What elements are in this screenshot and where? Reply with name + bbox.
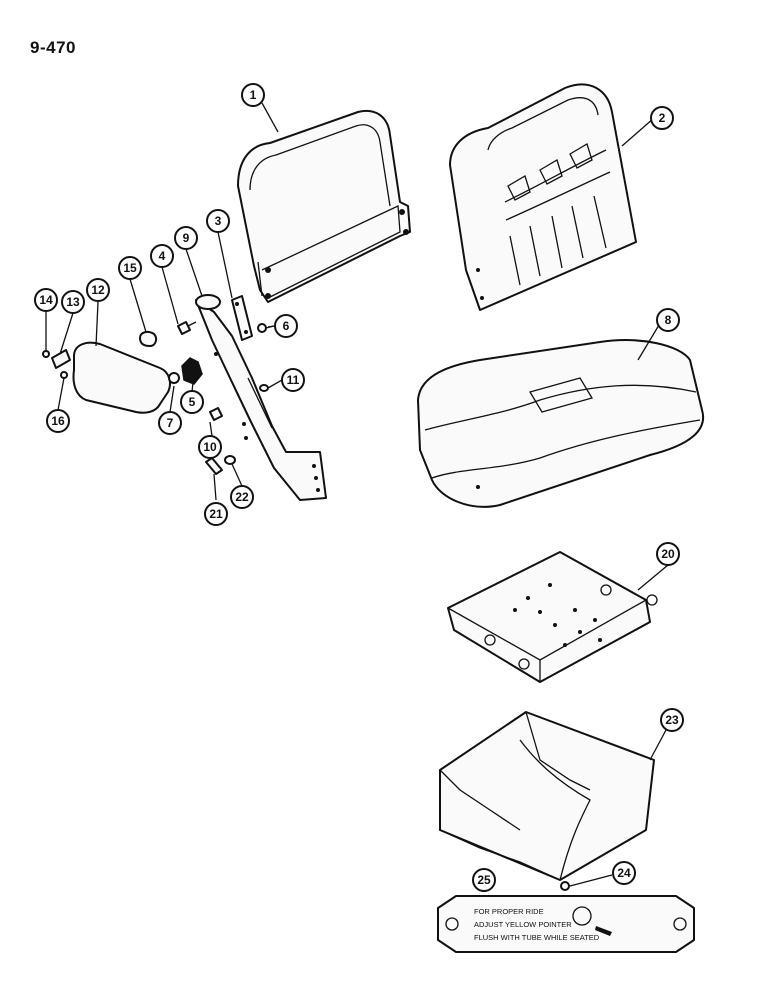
svg-text:7: 7 — [167, 416, 174, 430]
svg-text:2: 2 — [659, 111, 666, 125]
svg-text:9: 9 — [183, 231, 190, 245]
seat-back-cushion — [449, 83, 637, 311]
callout-25: 25 — [472, 868, 496, 892]
svg-text:4: 4 — [159, 249, 166, 263]
callout-21: 21 — [204, 502, 228, 526]
svg-text:6: 6 — [283, 319, 290, 333]
svg-text:12: 12 — [91, 283, 105, 297]
svg-text:20: 20 — [661, 547, 675, 561]
svg-text:22: 22 — [235, 490, 249, 504]
callout-2: 2 — [650, 106, 674, 130]
adjustment-knob — [181, 357, 203, 385]
ride-adjust-decal: FOR PROPER RIDE ADJUST YELLOW POINTER FL… — [437, 895, 695, 953]
callout-1: 1 — [241, 83, 265, 107]
armrest-pad — [72, 341, 171, 414]
link-screw — [257, 323, 275, 333]
callout-20: 20 — [656, 542, 680, 566]
svg-text:11: 11 — [287, 373, 300, 387]
svg-text:25: 25 — [477, 873, 491, 887]
callout-24: 24 — [612, 861, 636, 885]
mounting-washer — [224, 455, 236, 465]
svg-text:21: 21 — [209, 507, 223, 521]
svg-text:8: 8 — [665, 313, 672, 327]
svg-text:24: 24 — [617, 866, 631, 880]
callout-13: 13 — [61, 290, 85, 314]
callout-11: 11 — [281, 368, 305, 392]
clip — [139, 330, 158, 347]
leader-lines — [45, 102, 669, 887]
svg-text:3: 3 — [215, 214, 222, 228]
callout-9: 9 — [174, 226, 198, 250]
bracket-bolt — [209, 407, 223, 421]
svg-text:1: 1 — [250, 88, 257, 102]
callout-12: 12 — [86, 278, 110, 302]
callout-3: 3 — [206, 209, 230, 233]
svg-text:5: 5 — [189, 395, 196, 409]
pivot-bolt — [177, 321, 197, 335]
callout-4: 4 — [150, 244, 174, 268]
suspension-plate — [447, 551, 658, 683]
callout-5: 5 — [180, 390, 204, 414]
callout-6: 6 — [274, 314, 298, 338]
armrest-plate — [51, 349, 71, 369]
armrest-bracket — [195, 294, 327, 501]
svg-text:13: 13 — [66, 295, 80, 309]
callout-15: 15 — [118, 256, 142, 280]
svg-text:23: 23 — [665, 713, 679, 727]
knob-washer — [168, 372, 180, 384]
decal-line-3: FLUSH WITH TUBE WHILE SEATED — [474, 933, 600, 942]
svg-text:15: 15 — [123, 261, 137, 275]
callout-16: 16 — [46, 409, 70, 433]
suspension-boot — [439, 711, 655, 881]
mounting-bolt — [205, 457, 223, 475]
callout-14: 14 — [34, 288, 58, 312]
armrest-screw — [42, 350, 50, 358]
svg-text:16: 16 — [51, 414, 65, 428]
link-bracket — [231, 295, 253, 341]
seat-back-frame — [237, 110, 411, 303]
page-number: 9-470 — [30, 38, 76, 57]
small-screw — [560, 881, 570, 891]
bracket-washer — [259, 384, 269, 392]
callout-7: 7 — [158, 411, 182, 435]
svg-text:10: 10 — [203, 440, 217, 454]
callout-10: 10 — [198, 435, 222, 459]
decal-line-2: ADJUST YELLOW POINTER — [474, 920, 572, 929]
decal-line-1: FOR PROPER RIDE — [474, 907, 544, 916]
svg-text:14: 14 — [39, 293, 53, 307]
callout-8: 8 — [656, 308, 680, 332]
seat-cushion — [417, 339, 705, 508]
callout-22: 22 — [230, 485, 254, 509]
callout-23: 23 — [660, 708, 684, 732]
armrest-nut — [60, 371, 68, 379]
